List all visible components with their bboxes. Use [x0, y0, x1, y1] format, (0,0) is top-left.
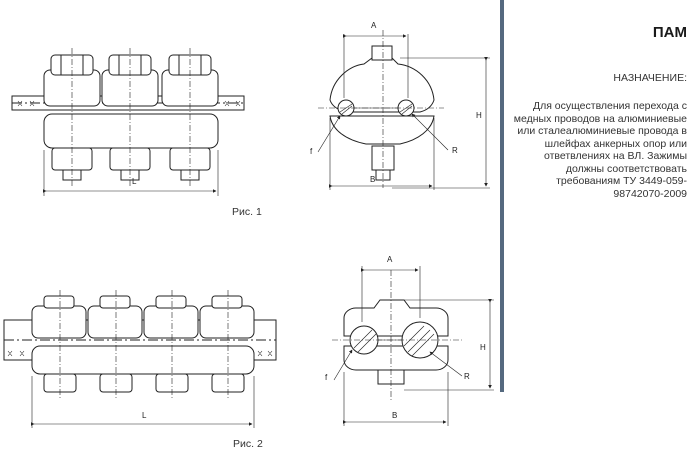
fig1-B-label: B — [370, 175, 375, 184]
fig2-f-label: f — [325, 373, 328, 382]
fig1-side-view — [11, 48, 245, 196]
fig1-H-label: H — [476, 111, 482, 120]
purpose-description: Для осуществления перехода с медных пров… — [513, 100, 687, 200]
vertical-divider — [500, 0, 504, 392]
fig1-end-view — [317, 30, 490, 190]
technical-drawings: L A H B f R — [3, 21, 494, 428]
fig2-A-label: A — [387, 255, 393, 264]
fig1-R-label: R — [452, 146, 458, 155]
drawing-svg: L A H B f R — [3, 21, 494, 428]
fig2-R-label: R — [464, 372, 470, 381]
fig2-side-view — [3, 290, 277, 428]
info-panel: ПАМ НАЗНАЧЕНИЕ: Для осуществления перехо… — [504, 0, 695, 457]
fig1-f-label: f — [310, 147, 313, 156]
fig1-A-label: A — [371, 21, 377, 30]
fig2-H-label: H — [480, 343, 486, 352]
product-title: ПАМ — [652, 24, 687, 41]
fig2-L-label: L — [142, 411, 147, 420]
purpose-heading: НАЗНАЧЕНИЕ: — [613, 72, 687, 84]
fig2-end-view — [332, 266, 494, 426]
figure-1-caption: Рис. 1 — [232, 206, 262, 218]
fig1-L-label: L — [132, 177, 137, 186]
fig2-B-label: B — [392, 411, 397, 420]
figure-2-caption: Рис. 2 — [233, 438, 263, 450]
